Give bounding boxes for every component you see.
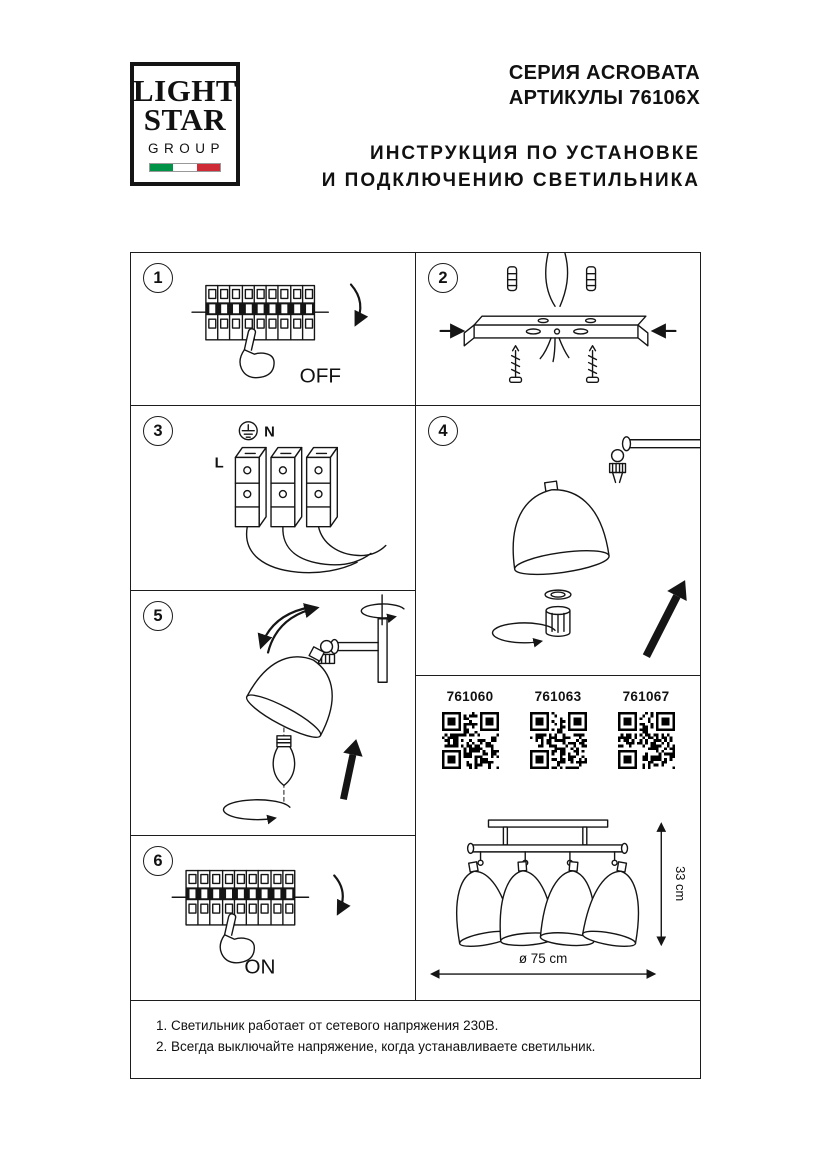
rotate-arrow-icon xyxy=(222,799,291,825)
off-label: OFF xyxy=(300,364,341,387)
panel-step-5: 5 xyxy=(130,590,416,836)
mounting-arm xyxy=(608,436,700,484)
panel-step-2: 2 xyxy=(415,252,701,406)
up-arrow-icon xyxy=(340,739,363,801)
up-arrow-icon xyxy=(642,580,687,658)
wall-bracket xyxy=(317,618,388,683)
step-number-5: 5 xyxy=(143,601,173,631)
panel-step-4: 4 xyxy=(415,405,701,676)
ground-symbol-icon xyxy=(238,421,258,441)
fixture-dimensions-diagram: 33 cm ø 75 cm xyxy=(429,819,688,979)
logo-text-light: LIGHT xyxy=(132,72,238,108)
instruction-title-line1: ИНСТРУКЦИЯ ПО УСТАНОВКЕ xyxy=(370,143,700,164)
turn-arrow-icon xyxy=(349,283,369,327)
circuit-breaker-on-diagram: ON xyxy=(171,869,351,978)
lamp-shade xyxy=(245,646,333,738)
flag-green xyxy=(150,164,174,172)
wiring-terminals-diagram: N L xyxy=(215,421,387,574)
diameter-dimension: ø 75 cm xyxy=(429,951,657,979)
lamp-adjustment-diagram xyxy=(222,594,405,825)
instruction-title-line2: И ПОДКЛЮЧЕНИЮ СВЕТИЛЬНИКА xyxy=(321,170,700,191)
logo-text-group: GROUP xyxy=(147,141,225,157)
article-number: 761060 xyxy=(446,689,494,704)
pointing-hand-icon xyxy=(219,913,256,964)
line-label: L xyxy=(215,455,224,471)
on-label: ON xyxy=(244,955,275,978)
circuit-breaker xyxy=(191,284,329,341)
safety-notes: 1. Светильник работает от сетевого напря… xyxy=(130,1000,701,1079)
wall-plugs xyxy=(506,266,597,292)
neutral-label: N xyxy=(264,425,275,441)
step-number-1: 1 xyxy=(143,263,173,293)
swivel-arrow-icon xyxy=(360,603,405,624)
bracket-mounting-diagram xyxy=(439,253,677,383)
panel-qr-codes: 761060 761063 761067 xyxy=(415,675,701,813)
terminal-blocks xyxy=(234,446,338,528)
circuit-breaker-off-diagram: OFF xyxy=(191,283,369,387)
light-bulb-icon xyxy=(272,727,296,802)
hanging-wires xyxy=(539,337,570,363)
wires xyxy=(245,525,387,574)
step-number-2: 2 xyxy=(428,263,458,293)
qr-code xyxy=(529,712,587,769)
step-number-3: 3 xyxy=(143,416,173,446)
ceiling-wires xyxy=(545,253,569,307)
panel-step-6: 6 ON xyxy=(130,835,416,1001)
mounting-bracket xyxy=(463,315,649,347)
article-number: 761067 xyxy=(622,689,670,704)
logo-text-star: STAR xyxy=(143,102,227,137)
circuit-breaker xyxy=(171,869,310,926)
series-title: СЕРИЯ ACROBATA xyxy=(508,62,700,84)
qr-item: 761067 xyxy=(614,689,678,812)
height-dimension: 33 cm xyxy=(656,822,688,947)
lamp-shade xyxy=(512,480,610,576)
diameter-label: ø 75 cm xyxy=(519,951,567,966)
height-label: 33 cm xyxy=(673,866,688,901)
ceiling-mount xyxy=(466,819,629,855)
article-title: АРТИКУЛЫ 76106X xyxy=(508,87,700,109)
qr-item: 761060 xyxy=(438,689,502,812)
lightstar-logo: LIGHT STAR GROUP xyxy=(130,62,240,186)
header: СЕРИЯ ACROBATA АРТИКУЛЫ 76106X ИНСТРУКЦИ… xyxy=(300,61,700,194)
italian-flag-icon xyxy=(149,163,221,173)
qr-list: 761060 761063 761067 xyxy=(416,676,700,812)
step-number-6: 6 xyxy=(143,846,173,876)
step-number-4: 4 xyxy=(428,416,458,446)
screws xyxy=(508,345,600,383)
socket-parts xyxy=(544,589,572,637)
flag-red xyxy=(196,164,220,172)
flag-white xyxy=(173,164,197,172)
shade-assembly-diagram xyxy=(491,436,700,658)
panel-step-1: 1 OFF xyxy=(130,252,416,406)
pointing-hand-icon xyxy=(239,328,275,379)
article-number: 761063 xyxy=(534,689,582,704)
qr-item: 761063 xyxy=(526,689,590,812)
qr-code xyxy=(441,712,499,769)
note-line-2: 2. Всегда выключайте напряжение, когда у… xyxy=(156,1038,596,1054)
tilt-arrows-icon xyxy=(257,603,320,654)
note-line-1: 1. Светильник работает от сетевого напря… xyxy=(156,1018,499,1033)
rotate-arrow-icon xyxy=(491,622,556,648)
lamp-heads xyxy=(445,851,650,951)
panel-step-3: 3 N L xyxy=(130,405,416,591)
turn-arrow-icon xyxy=(333,874,351,916)
qr-code xyxy=(617,712,675,769)
panel-fixture-dimensions: 33 cm ø 75 cm xyxy=(415,812,701,1001)
